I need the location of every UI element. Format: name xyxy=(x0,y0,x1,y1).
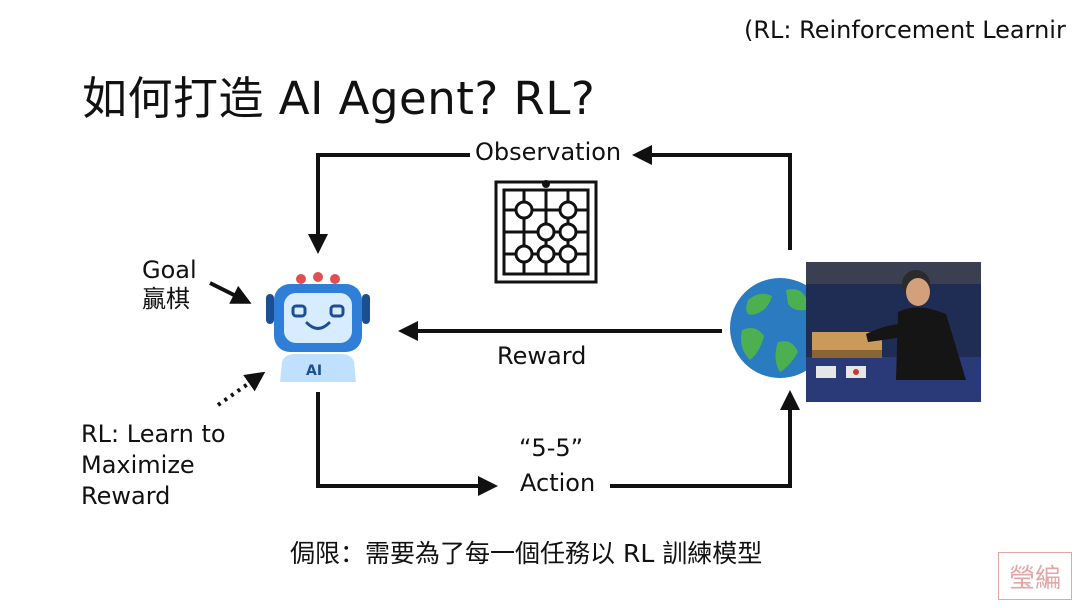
go-match-photo xyxy=(806,262,981,402)
go-board-icon xyxy=(494,180,598,284)
observation-label: Observation xyxy=(474,138,623,167)
page-title: 如何打造 AI Agent? RL? xyxy=(82,72,596,125)
top-note: (RL: Reinforcement Learnir xyxy=(744,16,1066,44)
action-value-label: “5-5” xyxy=(519,434,584,462)
observation-arrow xyxy=(632,145,792,250)
goal-label: Goal 贏棋 xyxy=(142,256,197,314)
earth-world-icon xyxy=(730,278,830,378)
action-arrow-to-world xyxy=(610,390,800,488)
robot-badge: AI xyxy=(306,363,323,379)
goal-task-text: 贏棋 xyxy=(142,284,190,313)
rl-note-line1: RL: Learn to xyxy=(81,420,226,448)
observation-arrow-to-agent xyxy=(308,153,470,254)
reward-label: Reward xyxy=(497,342,587,370)
action-arrow xyxy=(316,392,498,496)
watermark-stamp: 瑩編 xyxy=(998,552,1072,600)
limitation-text: 侷限：需要為了每一個任務以 RL 訓練模型 xyxy=(290,539,763,568)
rl-note-line2: Maximize xyxy=(81,451,195,480)
action-label: Action xyxy=(514,469,602,498)
goal-text: Goal xyxy=(142,256,197,284)
rl-note: RL: Learn to Maximize Reward xyxy=(81,419,226,513)
rl-note-line3: Reward xyxy=(81,482,171,511)
goal-arrow xyxy=(209,281,252,304)
robot-agent-icon xyxy=(266,272,370,382)
rl-dotted-arrow xyxy=(216,371,266,407)
